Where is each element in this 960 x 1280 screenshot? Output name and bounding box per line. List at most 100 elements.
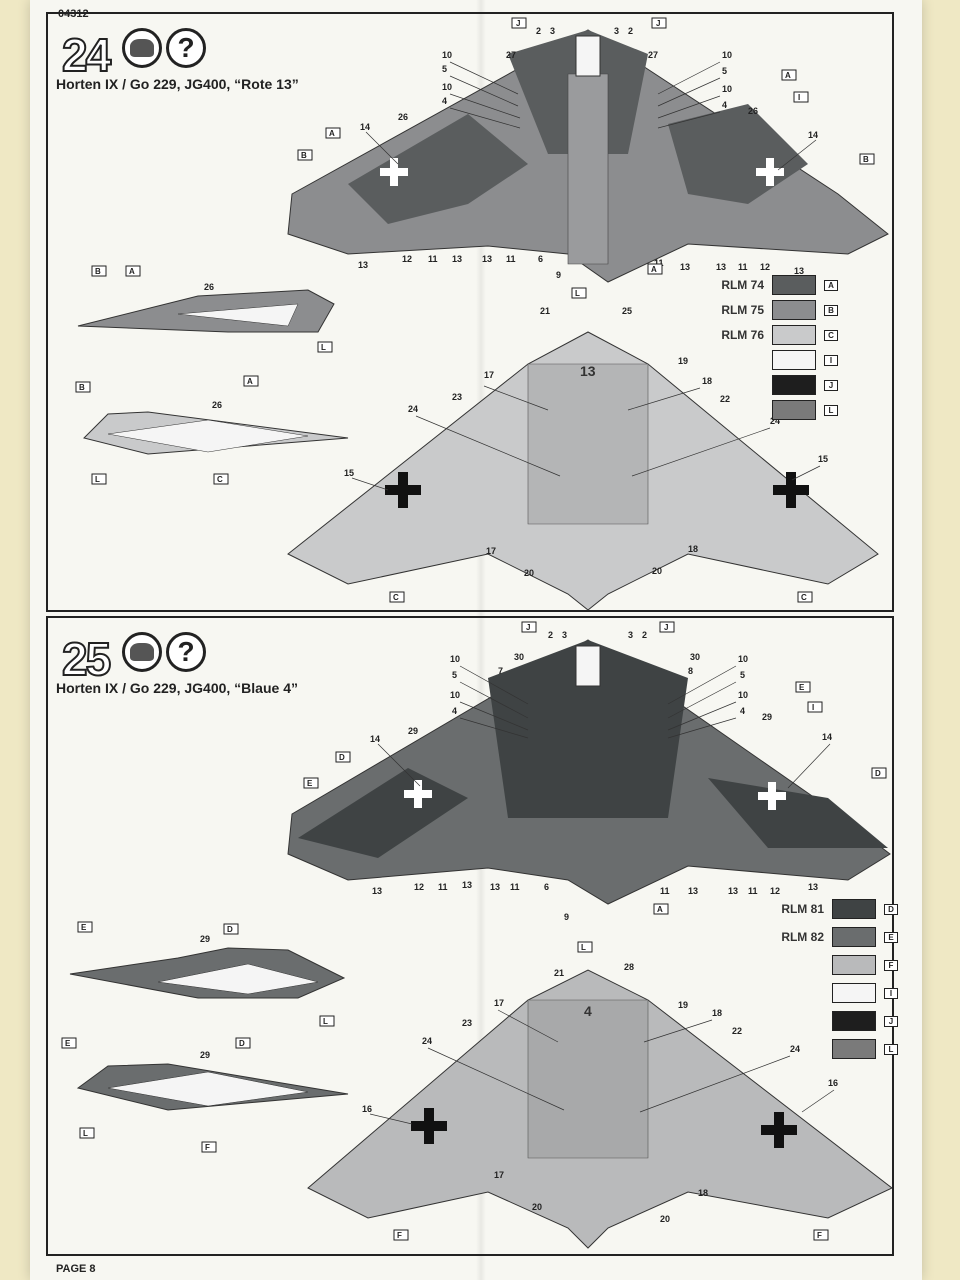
svg-text:C: C <box>801 593 807 602</box>
svg-text:D: D <box>875 769 881 778</box>
paint-flag: D <box>884 903 898 915</box>
callout: 17 <box>494 1170 504 1180</box>
legend-row: F <box>766 954 898 976</box>
callout: 24 <box>408 404 418 414</box>
callout: 12 <box>414 882 424 892</box>
svg-text:C: C <box>393 593 399 602</box>
svg-text:E: E <box>799 683 805 692</box>
step-title: Horten IX / Go 229, JG400, “Rote 13” <box>56 76 299 92</box>
callout: 18 <box>698 1188 708 1198</box>
callout: 5 <box>442 64 447 74</box>
callout: 29 <box>200 934 210 944</box>
callout: 11 <box>660 886 670 896</box>
callout: 4 <box>740 706 745 716</box>
callout: 25 <box>622 306 632 316</box>
callout: 5 <box>452 670 457 680</box>
svg-text:J: J <box>664 623 668 632</box>
svg-text:B: B <box>301 151 307 160</box>
top-view-aircraft <box>287 29 889 283</box>
color-swatch <box>832 1011 876 1031</box>
callout: 29 <box>408 726 418 736</box>
paint-flag: E <box>884 931 898 943</box>
svg-text:D: D <box>227 925 233 934</box>
bottom-view-aircraft: 4 <box>307 969 892 1249</box>
callout: 7 <box>498 666 503 676</box>
page-fold <box>476 0 486 1280</box>
callout: 29 <box>200 1050 210 1060</box>
side-view-lower <box>76 1063 349 1111</box>
svg-text:I: I <box>798 93 800 102</box>
svg-text:A: A <box>657 905 663 914</box>
color-swatch <box>772 300 816 320</box>
side-view-upper <box>69 947 346 999</box>
callout: 12 <box>760 262 770 272</box>
callout: 19 <box>678 1000 688 1010</box>
balkenkreuz-left-top <box>404 780 432 808</box>
callout: 11 <box>654 258 664 268</box>
callout: 27 <box>506 50 516 60</box>
callout: 16 <box>828 1078 838 1088</box>
paint-flags: J J D E E I D A E D L E D L F L F F <box>61 621 887 1241</box>
callout: 13 <box>688 886 698 896</box>
color-swatch <box>832 899 876 919</box>
callout: 9 <box>564 912 569 922</box>
document-code: 04312 <box>58 8 89 20</box>
callout: 2 <box>628 26 633 36</box>
callout: 4 <box>442 96 447 106</box>
callout: 13 <box>728 886 738 896</box>
balkenkreuz-left-bottom <box>385 472 421 508</box>
callout: 2 <box>642 630 647 640</box>
callout: 27 <box>648 50 658 60</box>
callout: 20 <box>524 568 534 578</box>
callout: 26 <box>212 400 222 410</box>
callout-leaders <box>369 665 835 1125</box>
svg-text:A: A <box>129 267 135 276</box>
callout: 13 <box>680 262 690 272</box>
callout: 3 <box>550 26 555 36</box>
color-swatch <box>772 275 816 295</box>
callout: 5 <box>722 66 727 76</box>
callout: 23 <box>462 1018 472 1028</box>
color-swatch <box>832 1039 876 1059</box>
callout: 10 <box>722 50 732 60</box>
svg-text:L: L <box>323 1017 328 1026</box>
paint-flag: A <box>824 279 838 291</box>
callout: 14 <box>808 130 818 140</box>
svg-text:E: E <box>81 923 87 932</box>
callout: 3 <box>562 630 567 640</box>
question-icon: ? <box>166 28 206 68</box>
callout: 5 <box>740 670 745 680</box>
callout: 18 <box>712 1008 722 1018</box>
legend-label: RLM 75 <box>721 303 764 317</box>
callout: 14 <box>360 122 370 132</box>
callout: 17 <box>484 370 494 380</box>
step-25-panel: 25 ? Horten IX / Go 229, JG400, “Blaue 4… <box>46 616 898 1256</box>
callout: 23 <box>452 392 462 402</box>
paint-flag: B <box>824 304 838 316</box>
callout: 13 <box>716 262 726 272</box>
color-swatch <box>832 955 876 975</box>
callout: 8 <box>688 666 693 676</box>
glue-icon <box>122 28 162 68</box>
svg-text:J: J <box>656 19 660 28</box>
page-number: PAGE 8 <box>56 1263 96 1275</box>
balkenkreuz-right-top <box>758 782 786 810</box>
color-swatch <box>772 400 816 420</box>
svg-text:B: B <box>79 383 85 392</box>
side-view-lower <box>83 411 349 455</box>
callout: 10 <box>442 82 452 92</box>
svg-text:F: F <box>397 1231 402 1240</box>
callout: 3 <box>614 26 619 36</box>
callout: 2 <box>548 630 553 640</box>
callout: 4 <box>452 706 457 716</box>
callout: 10 <box>738 654 748 664</box>
callout: 6 <box>538 254 543 264</box>
callout: 20 <box>652 566 662 576</box>
callout-labels: 2 3 3 2 30 30 10 5 10 4 10 5 10 4 7 8 29… <box>200 630 838 1224</box>
svg-text:L: L <box>95 475 100 484</box>
callout: 15 <box>344 468 354 478</box>
callout: 11 <box>506 254 516 264</box>
balkenkreuz-right-top <box>756 158 784 186</box>
callout: 12 <box>402 254 412 264</box>
svg-text:F: F <box>205 1143 210 1152</box>
